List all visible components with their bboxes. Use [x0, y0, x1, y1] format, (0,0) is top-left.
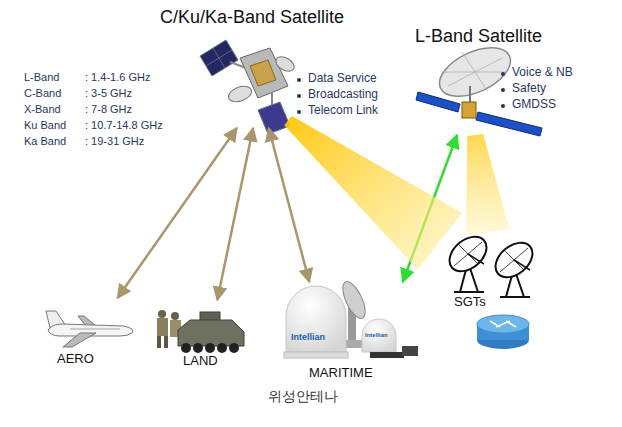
band-range: : 19-31 GHz	[85, 135, 144, 148]
node-heading: L-Band Satellite	[415, 26, 542, 47]
dish-stand	[500, 296, 530, 298]
vehicle-wheel	[193, 343, 203, 353]
band-range: : 10.7-14.8 GHz	[85, 119, 163, 132]
control-unit	[370, 352, 404, 358]
panel-grid	[206, 50, 232, 66]
radome-base	[284, 352, 348, 358]
antenna-dish	[226, 83, 253, 104]
control-unit	[402, 346, 418, 356]
terminal-node: LAND	[152, 300, 250, 372]
solar-panel	[200, 40, 238, 76]
boom	[469, 86, 471, 104]
vehicle-body	[178, 320, 244, 346]
satellite-node: L-Band SatelliteVoice & NBSafetyGMDSS	[440, 55, 502, 135]
bullet-item: Data Service	[308, 72, 377, 86]
link-arrow	[217, 128, 253, 300]
solar-panel	[258, 102, 290, 134]
dish-stand	[454, 291, 484, 293]
band-name: X-Band	[24, 103, 61, 116]
gold-foil	[250, 60, 276, 86]
signal-beam	[284, 116, 462, 269]
node-label: MARITIME	[309, 366, 373, 381]
dish	[489, 236, 539, 284]
node-label: LAND	[183, 354, 218, 369]
reflector-dish	[432, 38, 518, 106]
vehicle-wheel	[229, 343, 239, 353]
router-icon	[477, 315, 529, 349]
bullet-item: Voice & NB	[512, 66, 573, 80]
node-heading: C/Ku/Ka-Band Satellite	[160, 7, 344, 28]
aircraft-windows	[70, 329, 120, 330]
dish-feed	[514, 260, 530, 270]
vehicle-wheel	[217, 343, 227, 353]
link-arrow	[269, 128, 310, 282]
ground-station-illustration	[443, 230, 539, 297]
brand-text: Intellian	[291, 332, 325, 342]
bullet-item: Safety	[512, 82, 546, 96]
ground-station-node: SGTs	[440, 232, 548, 310]
soldier-head	[158, 310, 166, 318]
satellite-illustration	[200, 40, 297, 134]
satellite-body	[462, 102, 476, 118]
radome	[286, 286, 346, 352]
vehicle-wheel	[181, 343, 191, 353]
soldier-body	[157, 318, 168, 336]
bullet-item: Telecom Link	[308, 104, 378, 118]
link-arrow	[117, 128, 236, 298]
brand-text: Intellian	[365, 332, 388, 339]
vehicle-wheel	[205, 343, 215, 353]
aircraft-wing	[63, 333, 96, 347]
bullet-item: GMDSS	[512, 98, 556, 112]
router-arrow	[496, 321, 510, 327]
band-name: Ka Band	[24, 135, 66, 148]
land-illustration	[157, 310, 244, 353]
antenna-dish	[273, 54, 296, 74]
node-label: SGTs	[454, 295, 486, 310]
band-range: : 7-8 GHz	[85, 103, 132, 116]
dish-feed	[468, 254, 484, 264]
band-range: : 1.4-1.6 GHz	[85, 71, 150, 84]
band-name: Ku Band	[24, 119, 66, 132]
soldier-leg	[164, 336, 168, 348]
dish	[443, 230, 493, 278]
bullet-item: Broadcasting	[308, 88, 378, 102]
soldier-head	[171, 312, 179, 320]
band-name: L-Band	[24, 71, 59, 84]
node-label: AERO	[57, 352, 94, 367]
router-top	[477, 315, 529, 333]
terminal-node: AERO	[45, 298, 140, 370]
solar-panel	[416, 92, 460, 112]
maritime-illustration	[284, 278, 418, 358]
reflector-mesh	[444, 72, 506, 73]
signal-beam	[466, 134, 510, 235]
aircraft-illustration	[46, 311, 133, 347]
band-range: : 3-5 GHz	[85, 87, 132, 100]
band-name: C-Band	[24, 87, 61, 100]
solar-panel	[476, 112, 542, 136]
satellite-node: C/Ku/Ka-Band SatelliteData ServiceBroadc…	[232, 62, 288, 128]
soldier-leg	[157, 336, 161, 348]
caption-text: 위성안테나	[268, 388, 338, 404]
radome	[362, 319, 396, 352]
